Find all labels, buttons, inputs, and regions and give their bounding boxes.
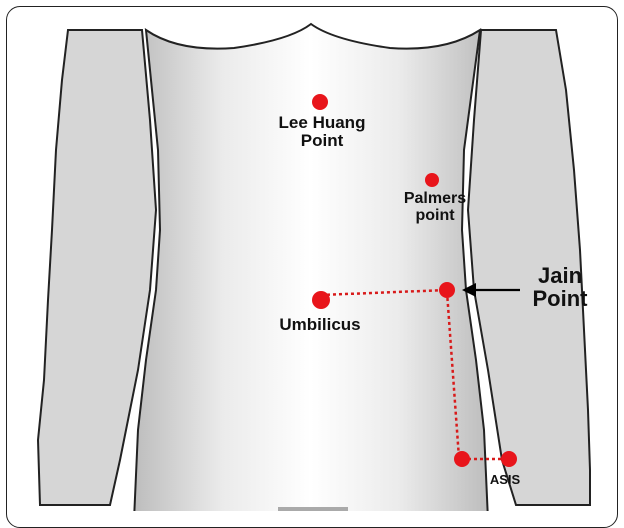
palmers-line2: point xyxy=(380,207,490,224)
umbilicus-dot xyxy=(312,291,330,309)
asis-dot xyxy=(501,451,517,467)
lee-huang-line2: Point xyxy=(262,132,382,150)
asis-left-dot xyxy=(454,451,470,467)
umbilicus-label: Umbilicus xyxy=(260,316,380,334)
palmers-line1: Palmers xyxy=(380,190,490,207)
torso xyxy=(134,24,488,511)
lee-huang-point-dot xyxy=(312,94,328,110)
asis-label: ASIS xyxy=(480,473,530,487)
lee-huang-point-label: Lee Huang Point xyxy=(262,114,382,151)
palmers-point-label: Palmers point xyxy=(380,190,490,225)
abdomen-diagram xyxy=(0,0,624,511)
jain-point-dot xyxy=(439,282,455,298)
jain-line2: Point xyxy=(510,287,610,310)
lee-huang-line1: Lee Huang xyxy=(262,114,382,132)
jain-point-label: Jain Point xyxy=(510,264,610,310)
jain-line1: Jain xyxy=(510,264,610,287)
bottom-mark xyxy=(278,507,348,511)
palmers-point-dot xyxy=(425,173,439,187)
